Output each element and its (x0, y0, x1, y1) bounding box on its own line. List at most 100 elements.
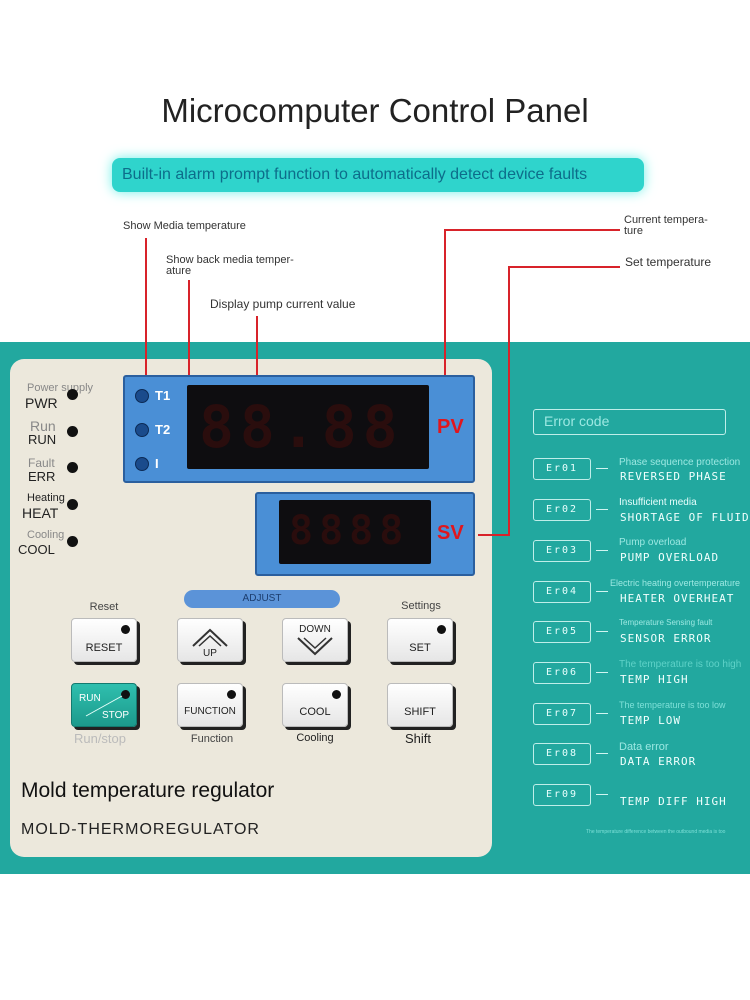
page-title: Microcomputer Control Panel (161, 92, 589, 129)
function-led (227, 690, 236, 699)
cool-button-label: COOL (299, 706, 331, 718)
cool-button[interactable]: COOL (282, 683, 348, 727)
error-desc-en: REVERSED PHASE (620, 470, 727, 483)
error-desc-cn: Pump overload (619, 537, 687, 548)
callout-pump: Display pump current value (210, 297, 356, 311)
shift-caption: Shift (404, 731, 431, 746)
reset-button[interactable]: RESET (71, 618, 137, 662)
error-code-box: Er01 (533, 458, 591, 480)
device-name: Mold temperature regulator (21, 779, 275, 802)
down-arrow-icon (297, 637, 333, 656)
error-dash (596, 794, 608, 795)
error-desc-en: HEATER OVERHEAT (620, 592, 735, 605)
led-label-run: RUN (28, 432, 57, 447)
run-stop-button[interactable]: RUN STOP (71, 683, 137, 727)
error-code-box: Er03 (533, 540, 591, 562)
cool-led (332, 690, 341, 699)
callout-pv-line1: Current tempera- (624, 214, 708, 226)
function-caption: Function (190, 733, 234, 745)
led-label-heat: HEAT (22, 505, 59, 521)
callout-line-t1 (145, 238, 147, 393)
led-label-cn-power: Power supply (27, 382, 94, 394)
run-stop-caption: Run/stop (73, 731, 127, 746)
callout-t1: Show Media temperature (123, 220, 246, 232)
shift-button[interactable]: SHIFT (387, 683, 453, 727)
error-desc-cn: Phase sequence protection (619, 457, 741, 468)
device-name-en: MOLD-THERMOREGULATOR (21, 821, 260, 838)
error-code-box: Er09 (533, 784, 591, 806)
callout-line-pv-v (444, 229, 446, 415)
error-code: Er05 (545, 626, 579, 637)
up-button-label: UP (203, 648, 217, 659)
error-code: Er09 (545, 789, 579, 800)
error-dash (596, 631, 608, 632)
error-dash (596, 468, 608, 469)
set-button-label: SET (409, 642, 431, 654)
error-code: Er06 (545, 667, 579, 678)
run-label: RUN (79, 693, 101, 704)
error-dash (596, 591, 608, 592)
down-button-label: DOWN (299, 624, 331, 635)
error-desc-en: TEMP LOW (620, 714, 681, 727)
diagonal-divider-icon (85, 695, 123, 717)
down-button[interactable]: DOWN (282, 618, 348, 662)
footnote: The temperature difference between the o… (586, 829, 726, 835)
error-desc-en: TEMP HIGH (620, 673, 689, 686)
sv-screen: 8888 (279, 500, 431, 564)
reset-button-label: RESET (85, 642, 123, 654)
i-indicator (135, 457, 149, 471)
error-desc-en: DATA ERROR (620, 755, 697, 768)
callout-line-sv-link (478, 534, 510, 536)
led-label-cn-heating: Heating (27, 492, 65, 504)
led-label-cn-run: Run (30, 418, 56, 434)
error-code: Er02 (545, 504, 579, 515)
error-desc-en: SENSOR ERROR (620, 632, 712, 645)
pv-digits: 88.88 (199, 393, 404, 461)
led-cool (67, 536, 78, 547)
error-header: Error code (544, 413, 610, 429)
led-label-pwr: PWR (25, 395, 58, 411)
adjust-bar (184, 590, 340, 608)
error-desc-cn: The temperature is too high (619, 659, 742, 670)
cool-caption: Cooling (296, 732, 334, 744)
up-arrow-icon (192, 628, 228, 647)
led-label-cn-fault: Fault (28, 456, 55, 470)
set-button[interactable]: SET (387, 618, 453, 662)
led-pwr (67, 389, 78, 400)
error-code: Er08 (545, 748, 579, 759)
function-button-label: FUNCTION (184, 706, 236, 717)
up-button[interactable]: UP (177, 618, 243, 662)
sv-label: SV (437, 522, 464, 544)
led-label-cn-cooling: Cooling (27, 529, 65, 541)
error-desc-cn: Temperature Sensing fault (619, 618, 713, 627)
function-button[interactable]: FUNCTION (177, 683, 243, 727)
error-header-box (533, 409, 726, 435)
adjust-label: ADJUST (242, 593, 282, 604)
error-code: Er03 (545, 545, 579, 556)
error-desc-cn: Electric heating overtemperature (610, 578, 741, 588)
error-code-box: Er06 (533, 662, 591, 684)
error-dash (596, 672, 608, 673)
led-heat (67, 499, 78, 510)
banner (112, 158, 644, 192)
led-label-err: ERR (28, 469, 56, 484)
error-code-box: Er07 (533, 703, 591, 725)
callout-line-t2 (188, 280, 190, 430)
reset-led (121, 625, 130, 634)
callout-line-sv-v (508, 266, 510, 536)
error-dash (596, 713, 608, 714)
error-dash (596, 509, 608, 510)
error-code-box: Er02 (533, 499, 591, 521)
error-dash (596, 753, 608, 754)
error-desc-en: PUMP OVERLOAD (620, 551, 720, 564)
error-code: Er01 (545, 463, 579, 474)
error-dash (596, 550, 608, 551)
error-desc-cn: The temperature is too low (619, 700, 726, 710)
callout-sv: Set temperature (625, 255, 712, 269)
error-code: Er07 (545, 708, 579, 719)
callout-t2-line2: ature (166, 265, 192, 277)
shift-button-label: SHIFT (404, 706, 436, 718)
reset-caption: Reset (89, 601, 119, 613)
set-led (437, 625, 446, 634)
t2-label: T2 (155, 422, 171, 437)
